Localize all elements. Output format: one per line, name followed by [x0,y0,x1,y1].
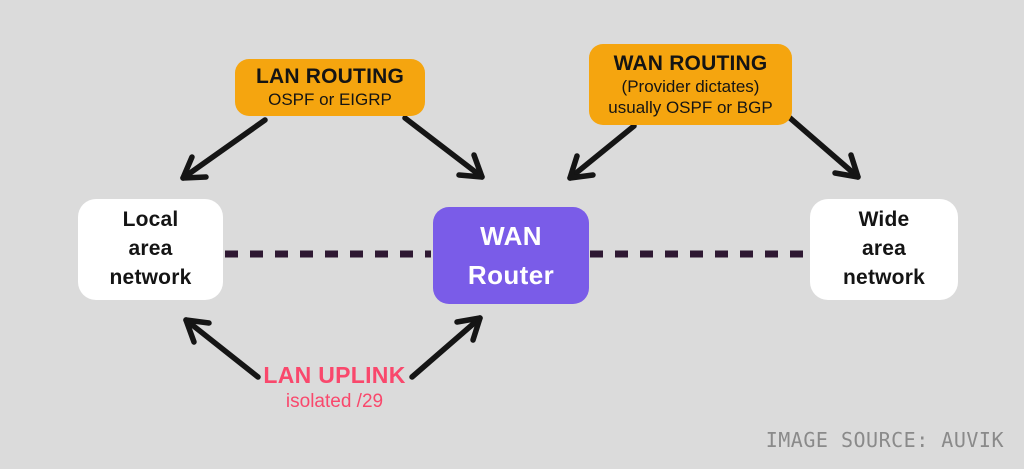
lan-uplink-subnet: isolated /29 [285,391,384,413]
arrow-lan-routing-to-lan [180,117,268,181]
lan-routing-title: LAN ROUTING [255,65,405,89]
lan-routing-protocols: OSPF or EIGRP [268,90,392,110]
wan-routing-provider-note: (Provider dictates) [621,76,760,96]
wan-router-label: WAN Router [467,220,555,290]
local-area-network-node: Local area network [78,199,223,300]
image-source-credit: IMAGE SOURCE: AUVIK [765,428,1004,452]
wan-routing-title: WAN ROUTING [613,51,768,75]
arrow-wan-routing-to-wan [787,115,861,180]
local-area-network-label: Local area network [109,208,192,289]
wan-router-node: WAN Router [433,207,589,304]
arrow-lan-routing-to-router [402,115,485,180]
wan-routing-protocols: usually OSPF or BGP [608,98,773,118]
lan-routing-badge: LAN ROUTING OSPF or EIGRP [235,59,425,116]
arrow-lan-uplink-to-router [409,315,483,380]
wide-area-network-node: Wide area network [810,199,958,300]
lan-uplink-annotation: LAN UPLINK isolated /29 [244,362,425,413]
arrow-wan-routing-to-router [567,123,637,181]
wide-area-network-label: Wide area network [843,208,925,289]
lan-uplink-title: LAN UPLINK [263,362,406,388]
arrow-lan-uplink-to-lan [183,317,261,380]
wan-routing-badge: WAN ROUTING (Provider dictates) usually … [589,44,792,125]
